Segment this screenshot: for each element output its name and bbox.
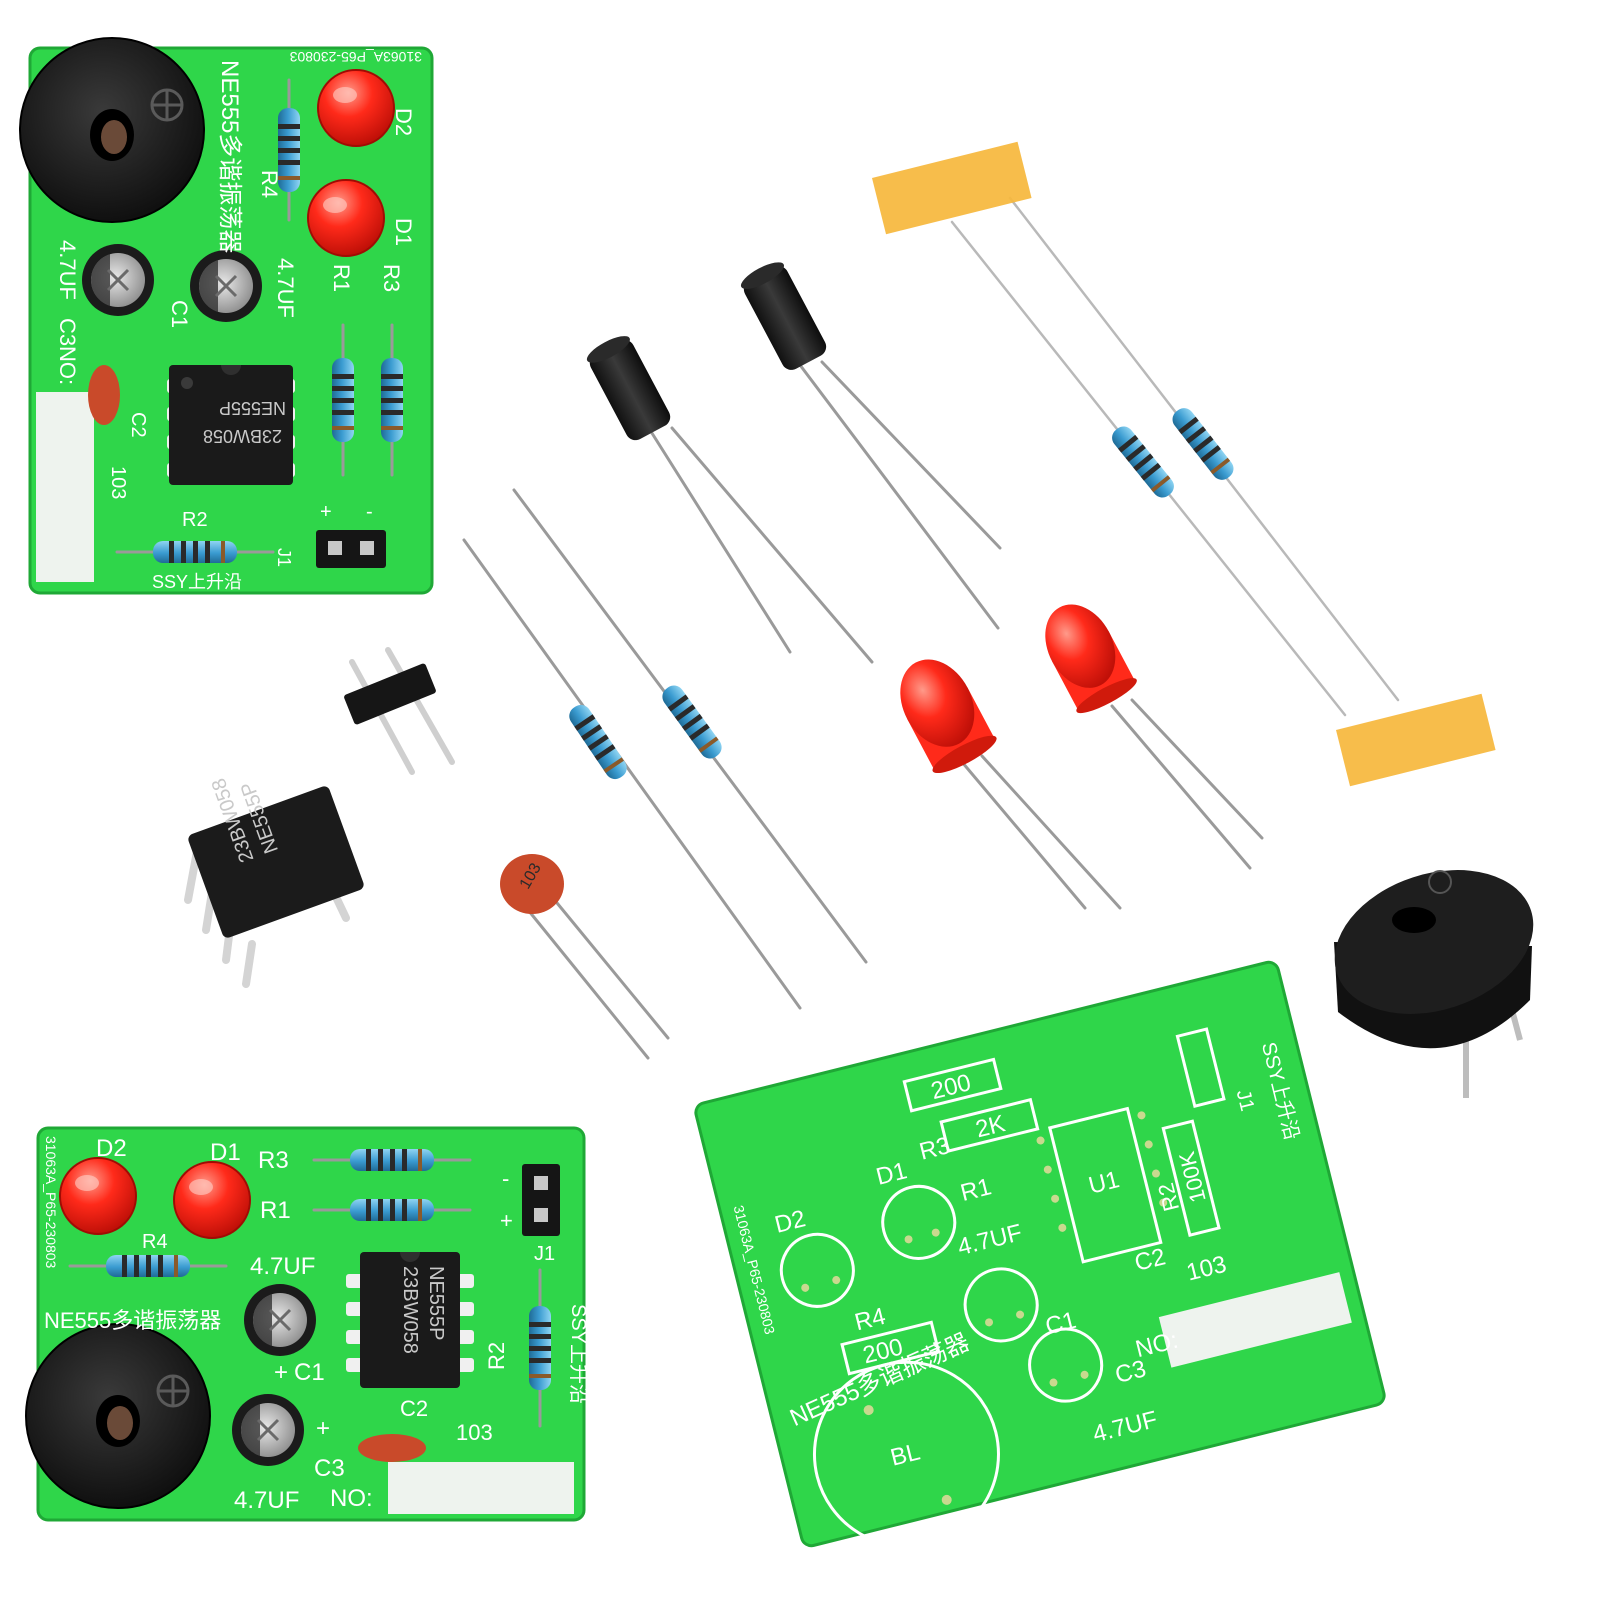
serial-pad-b (388, 1462, 574, 1514)
led-d2-icon (317, 69, 395, 147)
capacitor-c3-icon (80, 242, 156, 318)
assembled-board-bottom: 23BW058 NE555P D2 D1 R3 R1 R4 4.7UF C1 +… (24, 1126, 590, 1522)
label-minus: - (366, 501, 373, 523)
resistor-r1-icon (332, 323, 354, 477)
resistor-r3-icon (381, 323, 403, 477)
loose-led-1-icon (900, 659, 1122, 910)
label-no: NO: (55, 346, 80, 385)
label-r3-b: R3 (258, 1147, 289, 1174)
buzzer-b-icon (24, 1322, 212, 1510)
bare-label-j1: J1 (1232, 1088, 1258, 1114)
label-c1-b: C1 (294, 1359, 325, 1386)
pcb-code: 31063A_P65-230803 (289, 49, 422, 65)
chip-line1: 23BW058 (203, 426, 282, 446)
ceramic-cap-c2-icon (88, 365, 120, 425)
header-j1-icon (316, 530, 386, 568)
resistor-r2-b-icon (529, 1268, 551, 1428)
label-c1: C1 (167, 300, 192, 328)
label-c3-b: C3 (314, 1455, 345, 1482)
label-r1: R1 (329, 264, 354, 292)
resistor-r4-icon (278, 78, 300, 222)
label-c3-value: 4.7UF (55, 240, 80, 300)
resistor-r2-icon (115, 541, 275, 563)
capacitor-c1-icon (188, 248, 264, 324)
label-d2: D2 (391, 108, 416, 136)
pin-header-icon (344, 647, 455, 775)
chip-b-line2: NE555P (425, 1266, 447, 1341)
resistor-r1-b-icon (312, 1199, 472, 1221)
label-plus: + (320, 501, 332, 523)
resistor-r4-b-icon (68, 1255, 228, 1277)
label-c1-value: 4.7UF (273, 258, 298, 318)
pcb-code-b: 31063A_P65-230803 (43, 1136, 59, 1269)
label-minus-b: - (502, 1166, 509, 1191)
chip-b-line1: 23BW058 (399, 1266, 421, 1354)
loose-resistor-1-icon (462, 538, 802, 1010)
label-r2-b: R2 (484, 1342, 509, 1370)
label-d2-b: D2 (96, 1135, 127, 1162)
label-no-b: NO: (330, 1485, 373, 1512)
bare-pcb: D2 D1 R3 R1 200 2K R4 200 4.7UF C1 U1 C2… (694, 960, 1386, 1548)
board-title-b: NE555多谐振荡器 (44, 1308, 221, 1333)
loose-ne555-chip-icon: 23BW058 NE555P (184, 775, 364, 988)
chip-line2: NE555P (219, 398, 286, 418)
label-103: 103 (107, 466, 129, 499)
buzzer-icon (18, 36, 206, 224)
electrolytic-cap-2-icon (740, 262, 1002, 630)
label-c3: C3 (55, 318, 80, 346)
led-d1-b-icon (173, 1161, 251, 1239)
label-103-b: 103 (456, 1420, 493, 1445)
label-c2: C2 (127, 412, 149, 438)
label-j1: J1 (274, 548, 294, 567)
label-c3-plus-b: + (316, 1415, 330, 1442)
taped-resistors-icon (872, 141, 1496, 787)
silk-mark: SSY上升沿 (152, 572, 242, 592)
label-r2: R2 (182, 509, 208, 531)
label-d1-b: D1 (210, 1139, 241, 1166)
label-d1: D1 (391, 218, 416, 246)
label-c2-b: C2 (400, 1396, 428, 1421)
resistor-r3-b-icon (312, 1149, 472, 1171)
assembled-board-top: NE555多谐振荡器 31063A_P65-230803 D2 D1 R4 R1… (18, 36, 434, 595)
label-r4: R4 (257, 170, 282, 198)
capacitor-c1-b-icon (242, 1282, 318, 1358)
serial-pad (36, 392, 94, 582)
board-title: NE555多谐振荡器 (216, 60, 243, 253)
bare-serial-pad (1158, 1272, 1352, 1368)
label-plus-b: + (500, 1208, 513, 1233)
label-r3: R3 (379, 264, 404, 292)
electrolytic-cap-1-icon (586, 336, 874, 664)
led-d1-icon (307, 179, 385, 257)
ceramic-cap-c2-b-icon (358, 1434, 426, 1462)
label-c1-plus-b: + (274, 1359, 288, 1386)
label-r1-b: R1 (260, 1197, 291, 1224)
loose-led-2-icon (1045, 604, 1264, 870)
ne555-chip-b-icon: 23BW058 NE555P (346, 1252, 474, 1388)
led-d2-b-icon (59, 1157, 137, 1235)
label-j1-b: J1 (534, 1243, 555, 1265)
label-r4-b: R4 (142, 1231, 168, 1253)
silk-mark-b: SSY上升沿 (567, 1304, 590, 1404)
loose-resistor-2-icon (512, 488, 868, 964)
loose-buzzer-icon (1334, 870, 1534, 1098)
label-c1-value-b: 4.7UF (250, 1253, 315, 1280)
ceramic-capacitor-icon: 103 (500, 854, 670, 1060)
capacitor-c3-b-icon (230, 1392, 306, 1468)
ne555-chip-icon (167, 365, 295, 485)
header-j1-b-icon (522, 1164, 560, 1236)
label-c3-value-b: 4.7UF (234, 1487, 299, 1514)
